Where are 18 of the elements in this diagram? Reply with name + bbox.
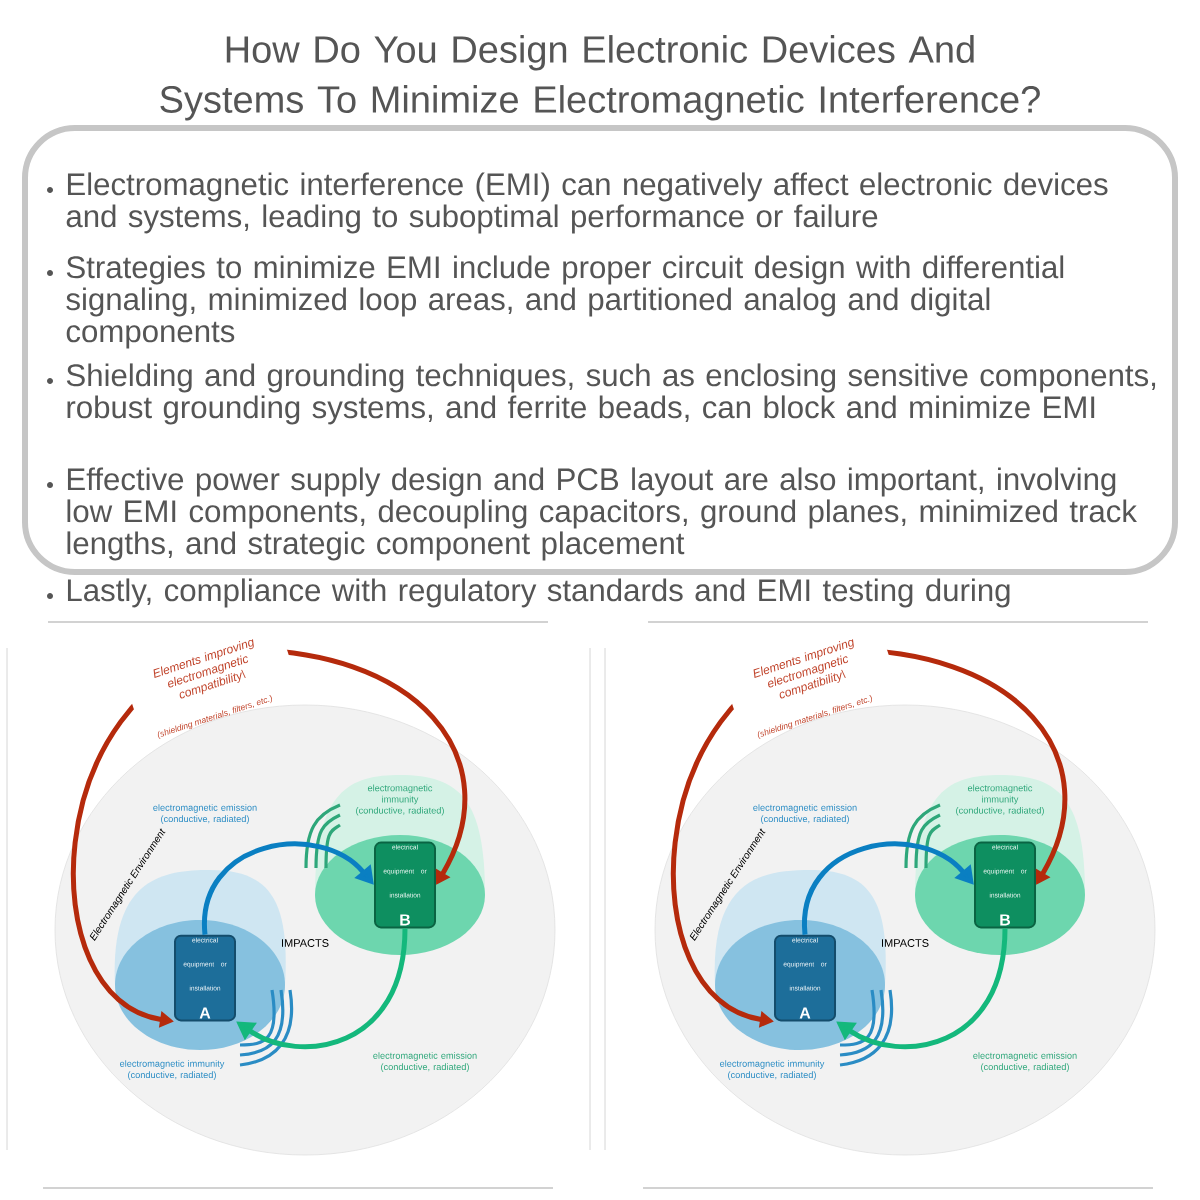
title: How Do You Design Electronic Devices And Systems To Minimize Electromagnetic Interference? [160, 35, 1040, 121]
immunity-label: electromagnetic immunity (conductive, radiated) [956, 784, 1044, 816]
immunity-label: electromagnetic immunity (conductive, radiated) [119, 1060, 225, 1080]
edge-label: electromagnetic emission (conductive, radiated) [973, 1052, 1077, 1072]
bullet-text: Strategies to minimize EMI include proper circuit design with differential signaling, minimized loop areas, and partitioned analog and digital components [66, 255, 1064, 349]
bullet-text: Effective power supply design and PCB layout are also important, involving low EMI components, decoupling capacitors, ground planes, minimized track lengths, and strategic component placement [67, 467, 1137, 561]
edge-label: electromagnetic emission (conductive, radiated) [373, 1052, 477, 1072]
immunity-label: electromagnetic immunity (conductive, radiated) [356, 784, 444, 816]
bullet-text: Lastly, compliance with regulatory standards and EMI testing during [67, 578, 1010, 608]
edge-label: electromagnetic emission (conductive, radiated) [153, 804, 257, 824]
bullet-text: Shielding and grounding techniques, such as enclosing sensitive components, robust grounding systems, and ferrite beads, can block and minimize EMI [66, 363, 1156, 425]
edge-label: electromagnetic emission (conductive, radiated) [753, 804, 857, 824]
immunity-label: electromagnetic immunity (conductive, radiated) [719, 1060, 825, 1080]
impacts-label: IMPACTS [281, 939, 329, 947]
impacts-label: IMPACTS [881, 939, 929, 947]
arrow [202, 841, 374, 935]
bullet-text: Electromagnetic interference (EMI) can negatively affect electronic devices and systems, leading to suboptimal performance or failure [66, 172, 1108, 234]
arrow [802, 841, 974, 935]
